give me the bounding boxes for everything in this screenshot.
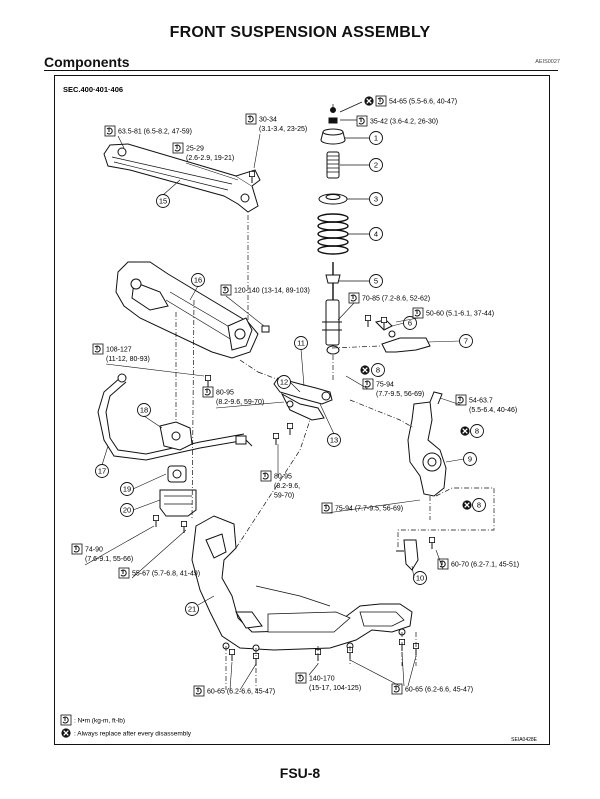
svg-text:8: 8	[477, 501, 481, 510]
torque-value: 63.5-81 (6.5-8.2, 47-59)	[118, 129, 192, 136]
part-number: 16	[191, 273, 205, 287]
svg-text:4: 4	[374, 230, 378, 239]
torque-value: (8.2-9.6,	[274, 483, 300, 490]
part-number: 9	[463, 452, 477, 466]
image-code: SEIA0428E	[511, 737, 538, 743]
svg-text:10: 10	[416, 574, 424, 583]
part-number: 21	[185, 602, 199, 616]
part-number: 4	[369, 227, 383, 241]
torque-value: 74-90	[85, 547, 103, 554]
part-number: 20	[120, 503, 134, 517]
part-number: 17	[95, 464, 109, 478]
svg-text:7: 7	[464, 337, 468, 346]
assembly-dash-lines	[175, 104, 495, 690]
part-number: 10	[413, 571, 427, 585]
svg-text:9: 9	[468, 455, 472, 464]
torque-value: 140-170	[309, 676, 335, 683]
suspension-member-21	[191, 515, 413, 652]
part-number: 11	[294, 336, 308, 350]
torque-value: 60-70 (6.2-7.1, 45-51)	[451, 562, 519, 569]
svg-text:21: 21	[188, 605, 196, 614]
svg-text:19: 19	[123, 485, 131, 494]
torque-value: 60-65 (6.2-6.6, 45-47)	[405, 687, 473, 694]
svg-text:20: 20	[123, 506, 131, 515]
svg-text:8: 8	[376, 366, 380, 375]
legend: : N•m (kg-m, ft-lb) : Always replace aft…	[60, 714, 192, 739]
torque-value: (5.5-6.4, 40-46)	[469, 407, 517, 414]
svg-text:5: 5	[374, 277, 378, 286]
part-callouts: 1 2 3 4 5 6 7 8 8 8 9 10 11 12 13 15 16 …	[95, 131, 486, 616]
svg-text:15: 15	[159, 197, 167, 206]
svg-text:6: 6	[408, 319, 412, 328]
bushing-18-19-20	[159, 421, 197, 517]
torque-value: 120-140 (13-14, 89-103)	[234, 288, 310, 295]
page-footer: FSU-8	[279, 765, 321, 781]
svg-text:17: 17	[98, 467, 106, 476]
part-number: 1	[369, 131, 383, 145]
title-rule	[44, 70, 558, 71]
part-number: 13	[327, 433, 341, 447]
part-number: 12	[277, 375, 291, 389]
torque-value: 30-34	[259, 117, 277, 124]
torque-value: 108-127	[106, 347, 132, 354]
torque-value: 75-94	[376, 382, 394, 389]
torque-value: (3.1-3.4, 23-25)	[259, 126, 307, 133]
torque-value: 54-65 (5.5-6.6, 40-47)	[389, 99, 457, 106]
part-number: 8	[472, 498, 486, 512]
legend-torque-unit: : N•m (kg-m, ft-lb)	[74, 718, 125, 725]
svg-text:12: 12	[280, 378, 288, 387]
reference-code: AEIS0027	[535, 59, 560, 65]
torque-value: (11-12, 80-93)	[106, 356, 150, 363]
washer-nut	[328, 117, 338, 124]
torque-value: (2.6-2.9, 19-21)	[186, 155, 234, 162]
part-number: 2	[369, 158, 383, 172]
torque-value: 80-95	[216, 390, 234, 397]
svg-text:3: 3	[374, 195, 378, 204]
tension-rod-15	[103, 143, 261, 213]
section-title: Components	[44, 54, 130, 70]
part-number: 8	[371, 363, 385, 377]
part-number: 15	[156, 194, 170, 208]
torque-callouts: 54-65 (5.5-6.6, 40-47) 35-42 (3.6-4.2, 2…	[71, 95, 519, 697]
torque-value: 59-70)	[274, 493, 294, 500]
compression-rod-16	[115, 261, 270, 359]
page-title: FRONT SUSPENSION ASSEMBLY	[169, 24, 431, 41]
torque-value: 55-67 (5.7-6.8, 41-49)	[132, 571, 200, 578]
part-number: 7	[459, 334, 473, 348]
torque-value: (15-17, 104-125)	[309, 685, 361, 692]
svg-text:16: 16	[194, 276, 202, 285]
torque-value: 54-63.7	[469, 398, 493, 405]
legend-replace-note: : Always replace after every disassembly	[74, 731, 192, 738]
svg-text:2: 2	[374, 161, 378, 170]
torque-value: 75-94 (7.7-9.5, 56-69)	[335, 506, 403, 513]
diagram-frame	[54, 75, 550, 745]
svg-text:18: 18	[140, 406, 148, 415]
torque-value: 50-60 (5.1-6.1, 37-44)	[426, 311, 494, 318]
svg-text:13: 13	[330, 436, 338, 445]
bracket-10	[396, 539, 419, 571]
torque-value: (7.7-9.5, 56-69)	[376, 391, 424, 398]
torque-value: 35-42 (3.6-4.2, 26-30)	[370, 119, 438, 126]
torque-value: 70-85 (7.2-8.6, 52-62)	[362, 296, 430, 303]
svg-text:8: 8	[475, 427, 479, 436]
section-code: SEC.400·401·406	[63, 85, 123, 94]
svg-text:11: 11	[297, 339, 305, 348]
strut-assembly	[317, 107, 349, 355]
part-number: 18	[137, 403, 151, 417]
bolts	[152, 170, 436, 666]
part-number: 5	[369, 274, 383, 288]
torque-value: 60-65 (6.2-6.6, 45-47)	[207, 689, 275, 696]
torque-value: (7.6-9.1, 55-66)	[85, 556, 133, 563]
part-number: 3	[369, 192, 383, 206]
part-number: 19	[120, 482, 134, 496]
torque-value: (8.2-9.6, 59-70)	[216, 399, 264, 406]
torque-value: 25-29	[186, 146, 204, 153]
part-number: 8	[470, 424, 484, 438]
svg-text:1: 1	[374, 134, 378, 143]
knuckle-9	[407, 391, 447, 497]
torque-value: 80-95	[274, 474, 292, 481]
